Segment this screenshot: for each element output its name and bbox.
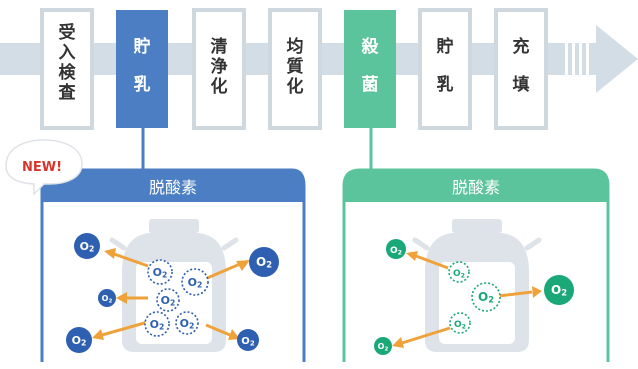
step-7: 充填 <box>494 8 548 130</box>
deoxygenation-panel-left: 脱酸素 O2 O2 O2 O2 <box>40 168 306 362</box>
o2-label: O2 <box>180 317 195 331</box>
o2-label: O2 <box>72 334 87 348</box>
step-7-label: 充填 <box>513 36 530 95</box>
o2-label: O2 <box>390 246 402 257</box>
o2-label: O2 <box>551 283 567 298</box>
o2-label: O2 <box>150 318 165 332</box>
o2-label: O2 <box>453 269 465 280</box>
new-badge: NEW! <box>5 139 83 196</box>
step-6-label: 貯乳 <box>437 36 454 95</box>
o2-label: O2 <box>478 290 494 305</box>
o2-label: O2 <box>161 294 176 308</box>
o2-label: O2 <box>153 266 168 280</box>
o2-label: O2 <box>102 294 113 305</box>
step-4: 均質化 <box>268 8 322 130</box>
step-1-label: 受入検査 <box>58 22 77 103</box>
step-6: 貯乳 <box>418 8 472 130</box>
step-1: 受入検査 <box>40 8 94 130</box>
o2-label: O2 <box>188 276 203 290</box>
panel-left-title: 脱酸素 <box>149 178 197 197</box>
step-3-label: 清浄化 <box>211 36 228 97</box>
o2-label: O2 <box>256 255 272 270</box>
deoxygenation-panel-right: 脱酸素 O2 O2 O2 O2 <box>342 168 610 362</box>
step-3: 清浄化 <box>192 8 246 130</box>
o2-solid-right <box>374 239 574 355</box>
panel-right-title: 脱酸素 <box>452 178 500 197</box>
o2-solid-left <box>66 233 279 353</box>
step-5: 殺菌 <box>344 10 396 128</box>
step-2-label: 貯乳 <box>134 36 151 95</box>
o2-label: O2 <box>80 240 95 254</box>
step-4-label: 均質化 <box>287 36 304 97</box>
new-badge-text: NEW! <box>22 160 62 175</box>
o2-dotted-left <box>144 259 209 337</box>
o2-dotted-right <box>448 261 501 334</box>
o2-label: O2 <box>241 336 255 348</box>
step-2: 貯乳 <box>116 10 168 128</box>
step-5-label: 殺菌 <box>361 36 380 95</box>
o2-label: O2 <box>454 320 466 331</box>
o2-label: O2 <box>378 342 389 353</box>
